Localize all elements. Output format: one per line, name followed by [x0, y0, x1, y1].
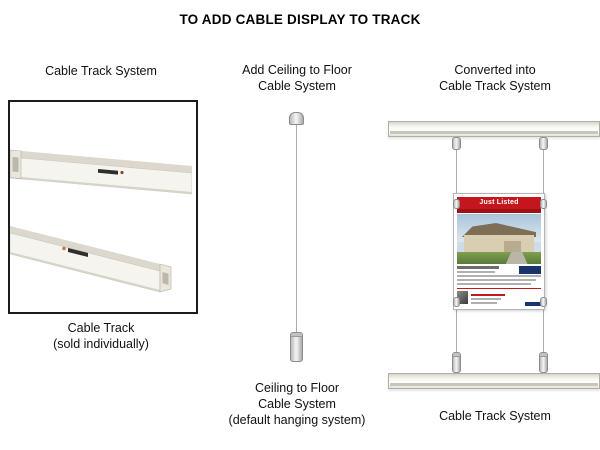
right-heading-line-1: Converted into	[454, 63, 536, 77]
photo-garage	[504, 241, 521, 253]
track-groove	[390, 383, 598, 386]
flyer-logo-chip	[525, 302, 541, 306]
flyer-text-line	[471, 294, 505, 296]
agent-text-lines	[471, 291, 541, 306]
bottom-right-cable-gripper	[540, 297, 547, 307]
cable-track-illustration	[9, 149, 193, 293]
middle-panel-caption: Ceiling to Floor Cable System (default h…	[212, 380, 382, 428]
ceiling-to-floor-cable	[296, 125, 297, 332]
right-panel-heading: Converted into Cable Track System	[405, 62, 585, 94]
flyer-details	[457, 266, 541, 306]
middle-caption-line-2: Cable System	[258, 397, 336, 411]
top-left-cable-gripper	[453, 199, 460, 209]
diagram-title: TO ADD CABLE DISPLAY TO TRACK	[179, 12, 421, 27]
cylinder-cap	[540, 353, 547, 357]
cylinder-cap	[291, 333, 302, 337]
flyer-text-line	[457, 266, 499, 269]
flyer-price-box	[519, 266, 541, 274]
ceiling-mount-fixture	[289, 112, 304, 125]
bottom-left-cable-gripper	[453, 297, 460, 307]
flyer-house-photo	[457, 214, 541, 264]
right-bottom-tensioner-cylinder	[539, 352, 548, 373]
photo-house-body	[463, 235, 535, 253]
middle-heading-line-2: Cable System	[258, 79, 336, 93]
cable-track-photo-frame	[8, 100, 198, 314]
left-panel-caption: Cable Track (sold individually)	[10, 320, 192, 352]
photo-driveway	[505, 252, 528, 264]
flyer-text-line	[457, 283, 531, 285]
flyer-text-line	[457, 279, 536, 281]
right-panel-caption: Cable Track System	[439, 409, 551, 423]
flyer-text-line	[471, 298, 501, 300]
right-heading-line-2: Cable Track System	[439, 79, 551, 93]
middle-caption-line-1: Ceiling to Floor	[254, 381, 340, 395]
bottom-cable-track-rail	[388, 373, 600, 389]
flyer-text-line	[457, 275, 541, 277]
left-caption-line-1: Cable Track	[67, 321, 135, 335]
top-cable-track-rail	[388, 121, 600, 137]
middle-caption-line-3: (default hanging system)	[228, 413, 366, 427]
left-panel-heading: Cable Track System	[45, 64, 157, 78]
agent-photo	[457, 291, 468, 304]
right-track-hanger-cylinder	[539, 137, 548, 150]
flyer-divider	[457, 288, 541, 289]
cylinder-cap	[453, 353, 460, 357]
flyer-agent-row	[457, 291, 541, 306]
left-bottom-tensioner-cylinder	[452, 352, 461, 373]
real-estate-flyer: Just Listed	[453, 193, 545, 310]
top-right-cable-gripper	[540, 199, 547, 209]
middle-heading-line-1: Add Ceiling to Floor	[242, 63, 352, 77]
left-caption-line-2: (sold individually)	[53, 337, 149, 351]
track-groove	[390, 131, 598, 134]
middle-panel-heading: Add Ceiling to Floor Cable System	[212, 62, 382, 94]
photo-lawn	[457, 252, 541, 264]
flyer-banner-subtitle-bar	[457, 209, 541, 213]
flyer-text-line	[471, 302, 497, 304]
left-track-hanger-cylinder	[452, 137, 461, 150]
flyer-banner: Just Listed	[457, 197, 541, 209]
floor-tensioner-cylinder	[290, 332, 303, 362]
flyer-text-line	[457, 271, 495, 273]
